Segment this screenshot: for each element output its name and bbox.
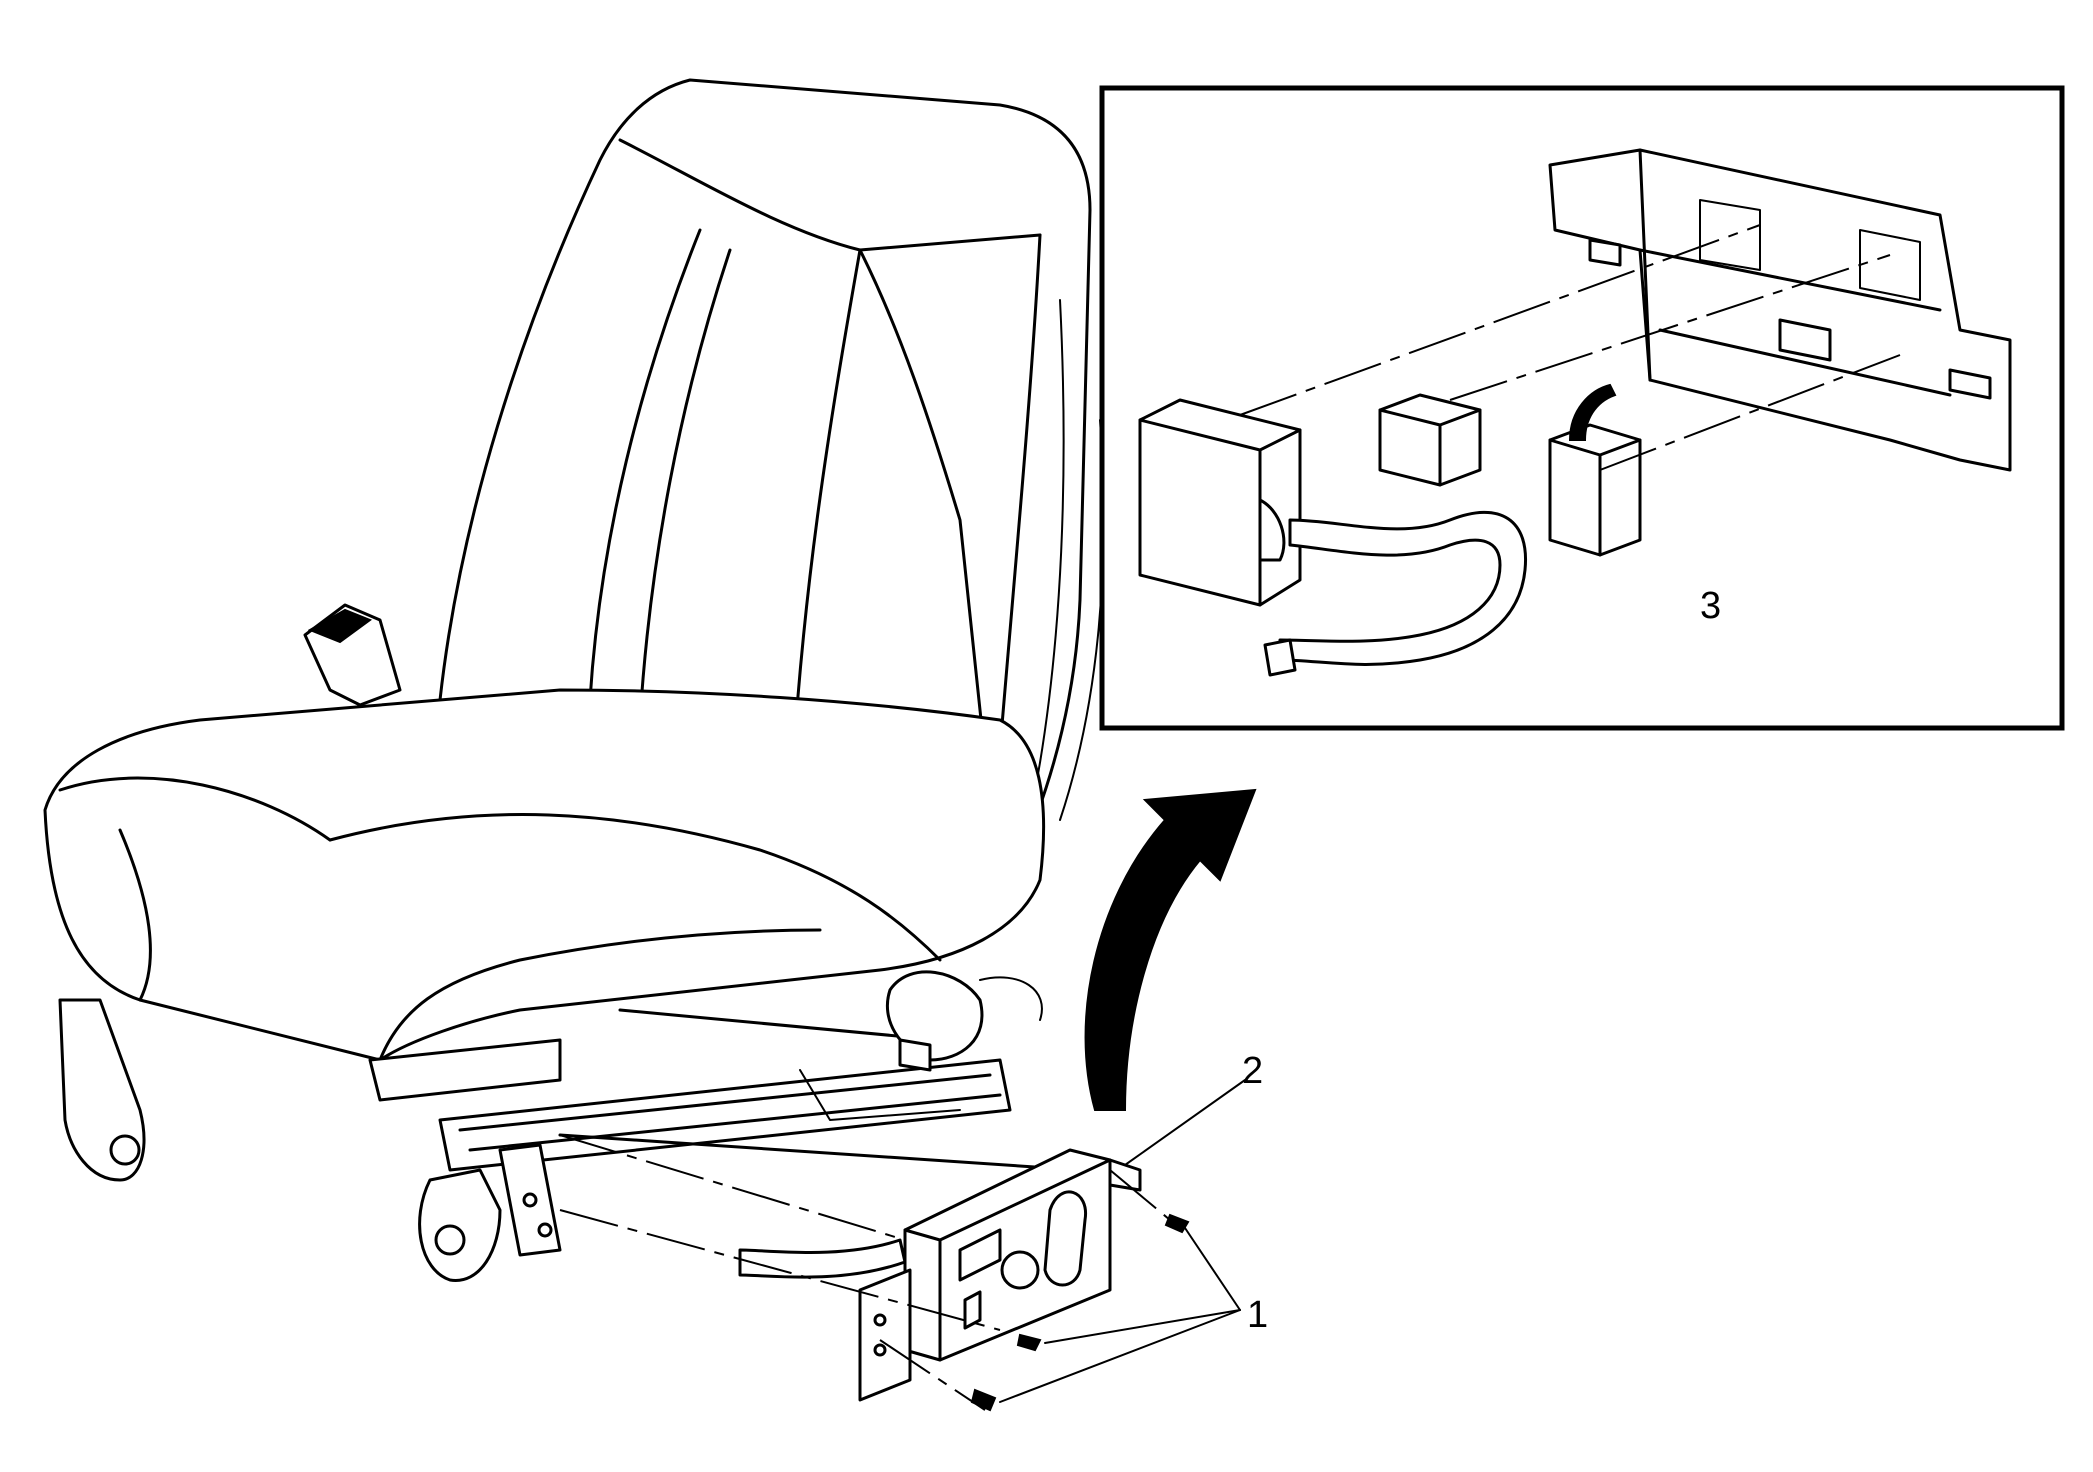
- seat-adjust-knob: [1043, 1190, 1088, 1287]
- seat-control-module: [1138, 398, 1302, 607]
- seat-belt-buckle: [303, 603, 402, 707]
- bolt-icon: [1016, 1333, 1042, 1352]
- mounting-bracket: [1548, 148, 2012, 472]
- recline-switch: [958, 1228, 1002, 1282]
- connector-large: [1548, 383, 1642, 557]
- fasteners: [559, 1134, 1190, 1412]
- bolt-icon: [1164, 1213, 1190, 1234]
- bolt-icon: [970, 1388, 997, 1412]
- seat-cushion: [43, 688, 1046, 1102]
- callout-3: 3: [1700, 585, 1721, 627]
- seat-control-knob: [1000, 1250, 1040, 1290]
- connector-small: [1378, 393, 1482, 487]
- inset-detail-view: [1099, 85, 2065, 731]
- callout-2: 2: [1242, 1050, 1263, 1092]
- seat-illustration: [43, 78, 1105, 1282]
- callout-1: 1: [1247, 1294, 1268, 1336]
- lumbar-switch: [963, 1290, 982, 1330]
- seat-frame: [58, 970, 1082, 1282]
- curved-arrow-icon: [1084, 788, 1257, 1111]
- seat-switch-assembly: [738, 1148, 1142, 1402]
